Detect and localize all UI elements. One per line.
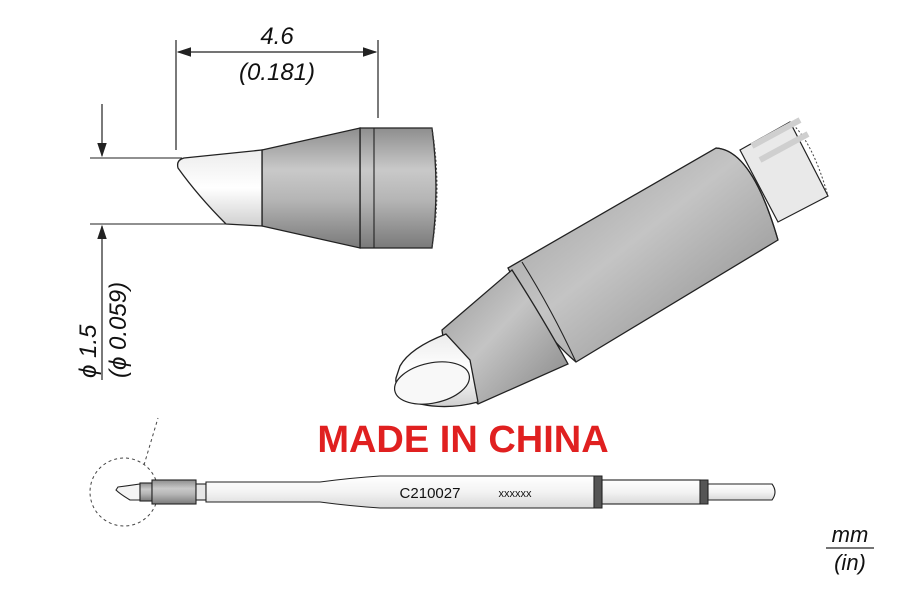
persp-barrel-end xyxy=(715,147,779,241)
side-tip xyxy=(176,149,263,227)
persp-barrel-ring xyxy=(521,261,577,363)
full-barrel xyxy=(151,479,197,505)
full-band-1 xyxy=(593,475,603,509)
unit-in-label: (in) xyxy=(834,550,866,575)
side-view: 4.6 (0.181) ϕ 1.5 (ϕ 0.059) xyxy=(75,23,438,380)
side-cone xyxy=(261,127,361,249)
diameter-in-label: (ϕ 0.059) xyxy=(105,282,132,378)
serial-label: xxxxxx xyxy=(499,488,533,500)
unit-mm-label: mm xyxy=(832,522,869,547)
full-length-view: C210027 xxxxxx xyxy=(89,417,776,527)
part-number-label: C210027 xyxy=(400,485,461,502)
perspective-view xyxy=(393,117,829,408)
full-pin xyxy=(707,483,776,501)
full-tip-collar xyxy=(139,482,153,502)
length-mm-label: 4.6 xyxy=(260,23,294,50)
persp-tip-face xyxy=(393,361,471,405)
length-in-label: (0.181) xyxy=(239,59,315,86)
full-neck xyxy=(195,483,207,501)
full-tip xyxy=(115,483,141,501)
full-band-2 xyxy=(699,479,709,505)
side-body xyxy=(359,127,437,249)
made-in-china-label: MADE IN CHINA xyxy=(317,419,608,461)
detail-leader xyxy=(143,417,159,466)
persp-shaft-shade xyxy=(750,117,810,163)
units-legend: mm (in) xyxy=(826,522,874,575)
full-rear-shaft xyxy=(601,479,701,505)
diameter-mm-label: ϕ 1.5 xyxy=(75,324,102,378)
side-break-line xyxy=(431,127,438,249)
